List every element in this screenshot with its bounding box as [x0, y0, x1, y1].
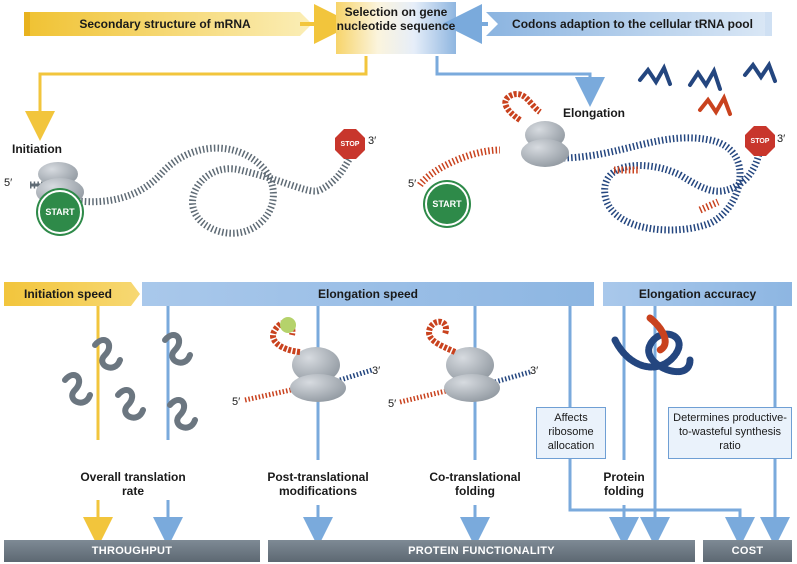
start-marker-elongation: START: [425, 182, 469, 226]
initiation-label: Initiation: [12, 142, 62, 156]
trna-cluster: [638, 60, 777, 116]
determines-ratio-note: Determines productive-to-wasteful synthe…: [668, 407, 792, 459]
stop-sign-elongation: STOP: [745, 126, 775, 156]
affects-ribosome-note: Affects ribosome allocation: [536, 407, 606, 459]
start-marker-initiation: START: [38, 190, 82, 234]
five-prime-post: 5′: [232, 396, 241, 408]
co-translational-ribosome: [399, 318, 531, 405]
arrow-to-initiation: [25, 56, 368, 141]
folded-protein: [611, 314, 694, 376]
codons-box: [486, 12, 772, 36]
header-initiation-speed: Initiation speed: [23, 287, 112, 301]
throughput-bar: THROUGHPUT: [4, 540, 260, 562]
five-prime-elongation: 5′: [408, 178, 417, 190]
five-prime-initiation: 5′: [4, 177, 13, 189]
elongation-mrna: [417, 91, 764, 234]
post-translational-ribosome: [244, 317, 373, 403]
header-elongation-speed: Elongation speed: [317, 287, 418, 301]
header-band: [4, 282, 792, 306]
stop-sign-initiation: STOP: [335, 129, 365, 159]
selection-box: [336, 2, 456, 54]
protein-clusters: [62, 332, 198, 431]
three-prime-initiation: 3′: [368, 135, 377, 147]
secondary-structure-label: Secondary structure of mRNA: [79, 17, 251, 31]
five-prime-co: 5′: [388, 398, 397, 410]
cost-bar: COST: [703, 540, 792, 562]
protein-folding-label: Protein folding: [603, 470, 645, 498]
arrow-to-elongation: [435, 56, 605, 107]
selection-label: Selection on gene nucleotide sequence: [336, 5, 456, 33]
overall-translation-rate-label: Overall translation rate: [80, 470, 186, 498]
elongation-ribosome: [521, 121, 569, 167]
three-prime-co: 3′: [530, 365, 539, 377]
secondary-structure-box: [24, 12, 312, 36]
co-translational-label: Co-translational folding: [429, 470, 521, 498]
three-prime-post: 3′: [372, 365, 381, 377]
codons-label: Codons adaption to the cellular tRNA poo…: [512, 17, 753, 31]
post-translational-label: Post-translational modifications: [267, 470, 369, 498]
protein-functionality-bar: PROTEIN FUNCTIONALITY: [268, 540, 695, 562]
header-elongation-accuracy: Elongation accuracy: [638, 287, 757, 301]
three-prime-elongation: 3′: [777, 133, 786, 145]
elongation-label: Elongation: [563, 106, 625, 120]
